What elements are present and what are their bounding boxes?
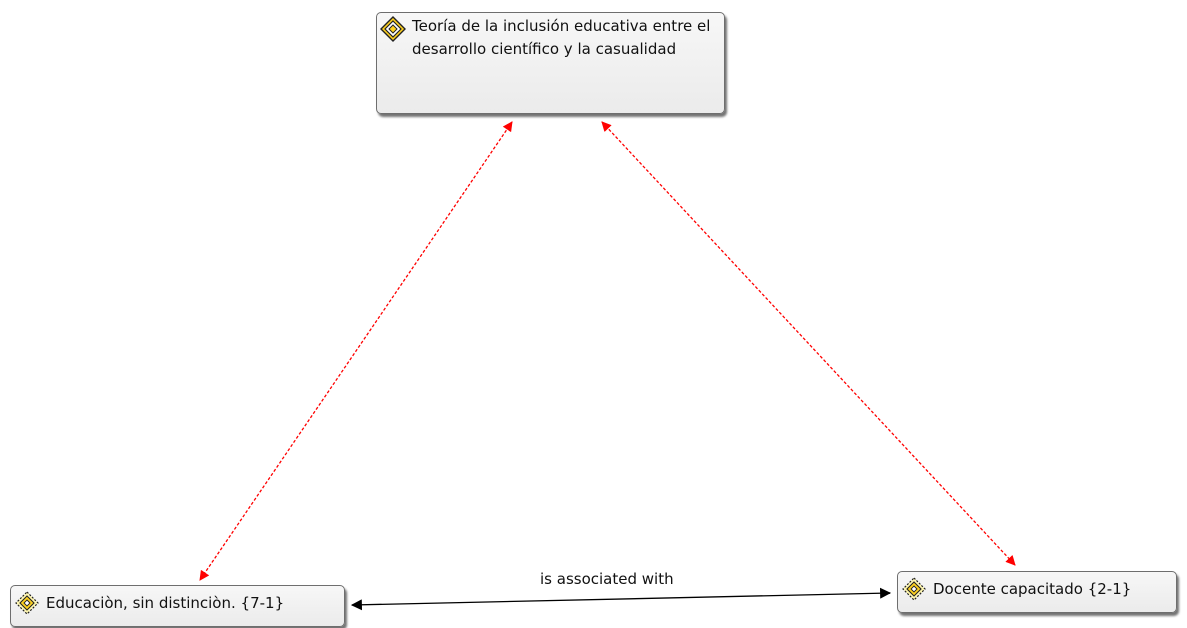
code-icon <box>901 576 927 609</box>
node-theory[interactable]: Teoría de la inclusión educativa entre e… <box>376 12 725 114</box>
node-theory-label: Teoría de la inclusión educativa entre e… <box>412 17 711 58</box>
code-icon <box>14 590 40 623</box>
link-theory-education[interactable] <box>199 121 513 581</box>
code-group-icon <box>380 16 406 49</box>
link-education-teacher[interactable] <box>350 587 892 611</box>
relation-label-associated: is associated with <box>540 570 674 588</box>
node-teacher[interactable]: Docente capacitado {2-1} <box>897 571 1177 613</box>
node-teacher-label: Docente capacitado {2-1} <box>933 580 1132 598</box>
link-theory-teacher[interactable] <box>601 121 1016 566</box>
node-education[interactable]: Educaciòn, sin distinciòn. {7-1} <box>10 585 345 627</box>
node-education-label: Educaciòn, sin distinciòn. {7-1} <box>46 594 285 612</box>
